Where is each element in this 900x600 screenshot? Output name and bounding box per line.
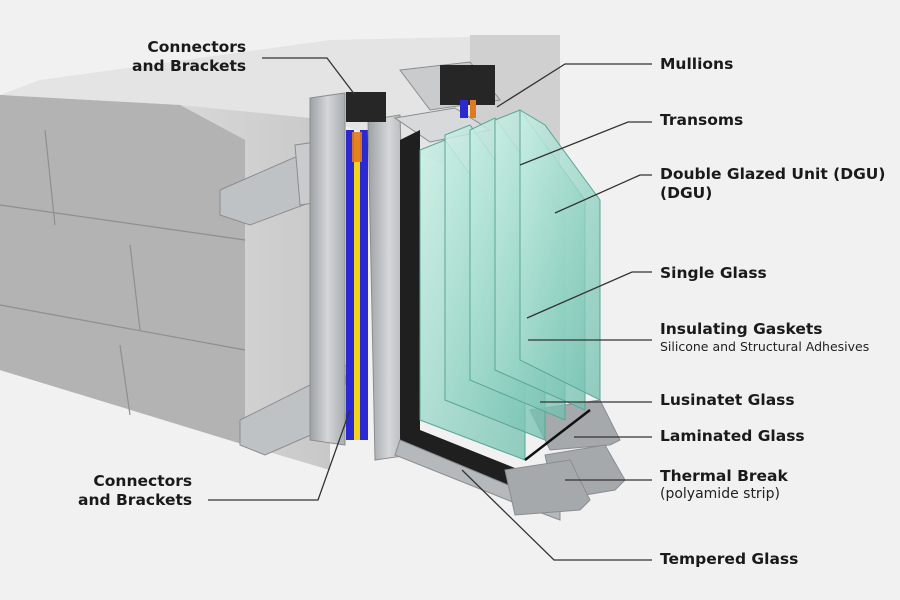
label-subtitle: Silicone and Structural Adhesives <box>660 339 870 354</box>
label-title: Connectors and Brackets <box>132 38 247 75</box>
glass-panes <box>419 109 601 461</box>
label-lusinatet-glass: Lusinatet Glass <box>660 391 795 410</box>
leader-tempered-glass <box>461 469 652 561</box>
label-laminated-glass: Laminated Glass <box>660 427 805 446</box>
leader-dgu <box>554 174 652 214</box>
label-title: Insulating Gaskets <box>660 320 823 338</box>
label-connectors-top: Connectors and Brackets <box>132 38 246 76</box>
label-transoms: Transoms <box>660 111 743 130</box>
label-title: Single Glass <box>660 264 767 282</box>
label-tempered-glass: Tempered Glass <box>660 550 798 569</box>
label-subtitle: (polyamide strip) <box>660 486 780 502</box>
leader-transoms <box>519 121 652 166</box>
leader-mullions <box>496 63 652 108</box>
label-title: Connectors and Brackets <box>78 472 193 509</box>
mullion-profile <box>309 92 411 461</box>
label-title: Laminated Glass <box>660 427 805 445</box>
label-title: Transoms <box>660 111 744 129</box>
label-title: Double Glazed Unit (DGU) (DGU) <box>660 165 886 202</box>
leader-connectors-bottom <box>208 409 351 501</box>
label-thermal-break: Thermal Break (polyamide strip) <box>660 467 788 502</box>
label-title: Lusinatet Glass <box>660 391 795 409</box>
leader-lines <box>208 57 652 561</box>
label-connectors-bottom: Connectors and Brackets <box>78 472 192 510</box>
leader-single-glass <box>526 271 652 319</box>
label-insulating-gaskets: Insulating Gaskets Silicone and Structur… <box>660 320 869 355</box>
label-single-glass: Single Glass <box>660 264 767 283</box>
leader-connectors-top <box>262 57 356 96</box>
label-title: Tempered Glass <box>660 550 799 568</box>
label-title: Mullions <box>660 55 734 73</box>
label-mullions: Mullions <box>660 55 733 74</box>
label-dgu: Double Glazed Unit (DGU) (DGU) <box>660 165 885 203</box>
label-title: Thermal Break <box>660 467 788 485</box>
